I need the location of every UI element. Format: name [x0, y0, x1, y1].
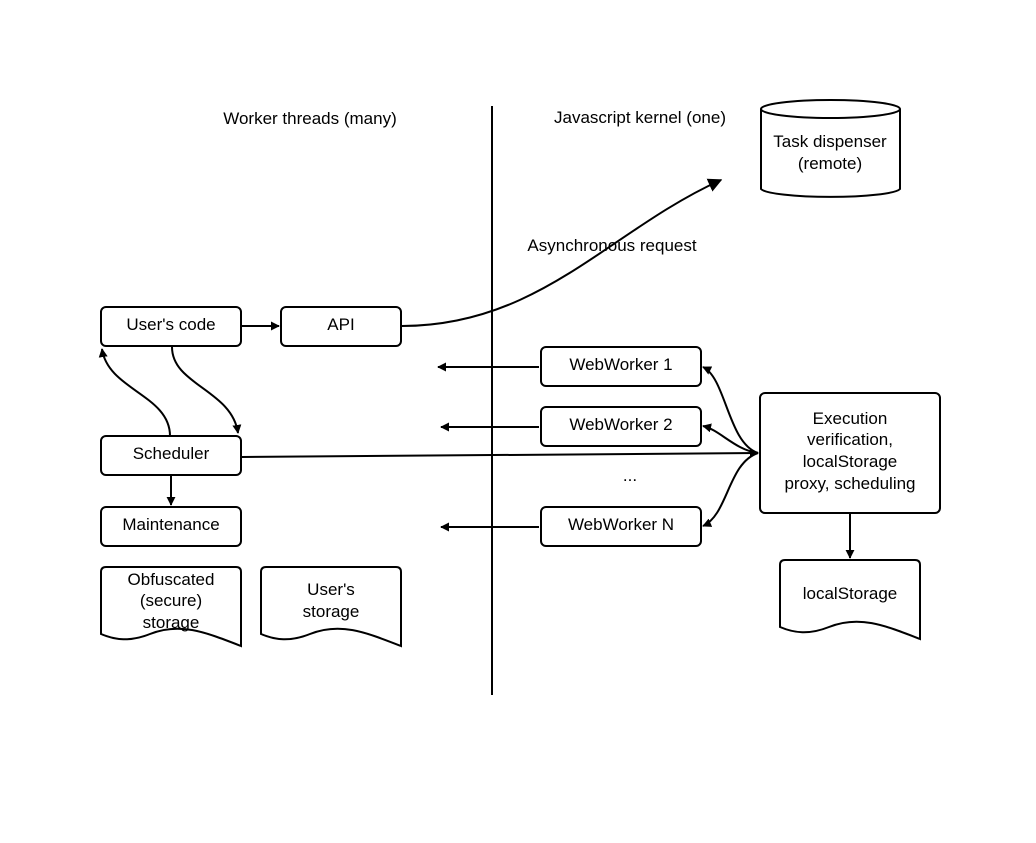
edge-scheduler-to-execution [241, 448, 759, 458]
header-javascript-kernel: Javascript kernel (one) [554, 108, 726, 127]
webworker-ellipsis: ... [623, 466, 637, 485]
execution-label-line1: Execution [813, 409, 888, 428]
obfuscated-storage-label-line2: (secure) [140, 591, 202, 610]
users-code-label: User's code [126, 315, 215, 334]
api-label: API [327, 315, 354, 334]
maintenance-node: Maintenance [100, 506, 242, 547]
webworker-1-label: WebWorker 1 [569, 355, 672, 374]
execution-label-line2: verification, [807, 430, 893, 449]
execution-verification-node: Execution verification, localStorage pro… [759, 392, 941, 514]
webworker-1-node: WebWorker 1 [540, 346, 702, 387]
obfuscated-storage-label-line1: Obfuscated [128, 570, 215, 589]
execution-label-line3: localStorage [803, 452, 898, 471]
obfuscated-storage-node: Obfuscated (secure) storage [100, 566, 242, 648]
task-dispenser-label-line2: (remote) [798, 154, 862, 173]
users-code-node: User's code [100, 306, 242, 347]
edge-users-code-to-scheduler [171, 346, 242, 434]
maintenance-label: Maintenance [122, 515, 219, 534]
execution-label-line4: proxy, scheduling [784, 474, 915, 493]
obfuscated-storage-label-line3: storage [143, 613, 200, 632]
edge-api-to-task-dispenser [401, 178, 723, 327]
async-request-label: Asynchronous request [527, 236, 696, 255]
scheduler-node: Scheduler [100, 435, 242, 476]
task-dispenser-label-line1: Task dispenser [773, 132, 887, 151]
users-storage-label-line2: storage [303, 602, 360, 621]
edge-scheduler-to-users-code [98, 348, 171, 437]
header-worker-threads: Worker threads (many) [223, 109, 397, 128]
webworker-2-label: WebWorker 2 [569, 415, 672, 434]
scheduler-label: Scheduler [133, 444, 210, 463]
api-node: API [280, 306, 402, 347]
webworker-n-label: WebWorker N [568, 515, 674, 534]
edge-execution-to-webworker-1 [702, 366, 759, 454]
edge-execution-to-webworker-2 [702, 423, 759, 454]
task-dispenser-node: Task dispenser (remote) [760, 99, 901, 198]
users-storage-node: User's storage [260, 566, 402, 648]
local-storage-label: localStorage [803, 584, 898, 603]
webworker-2-node: WebWorker 2 [540, 406, 702, 447]
users-storage-label-line1: User's [307, 580, 355, 599]
local-storage-node: localStorage [779, 559, 921, 641]
edge-execution-to-webworker-n [702, 452, 759, 527]
webworker-n-node: WebWorker N [540, 506, 702, 547]
